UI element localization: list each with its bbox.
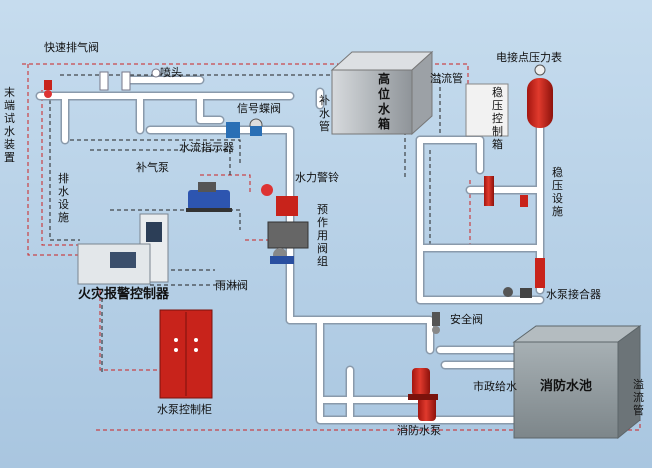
label-drain-facility: 排水设施 bbox=[58, 172, 69, 224]
label-high-water-tank: 高位水箱 bbox=[377, 72, 390, 131]
label-water-flow-indicator: 水流指示器 bbox=[179, 141, 234, 154]
label-pump-adapter: 水泵接合器 bbox=[546, 288, 601, 301]
label-preaction-valve-group: 预作用阀组 bbox=[317, 203, 328, 268]
fire-alarm-controller-icon bbox=[77, 213, 169, 285]
sprinkler-head-icon bbox=[99, 68, 161, 91]
label-municipal-water: 市政给水 bbox=[473, 380, 517, 393]
label-deluge-valve: 雨淋阀 bbox=[215, 279, 248, 292]
pump-adapter-icon bbox=[503, 258, 545, 298]
stabilizer-pump-icon bbox=[484, 176, 528, 207]
stabilizer-control-box-icon bbox=[465, 83, 509, 137]
label-fire-pump: 消防水泵 bbox=[397, 424, 441, 437]
label-fire-pool: 消防水池 bbox=[540, 379, 593, 394]
air-pump-icon bbox=[186, 182, 232, 212]
label-overflow-pipe-right: 溢流管 bbox=[633, 378, 644, 417]
signal-butterfly-valve-icon bbox=[226, 118, 263, 138]
label-pressure-gauge: 电接点压力表 bbox=[496, 51, 562, 64]
label-signal-butterfly-valve: 信号蝶阀 bbox=[237, 102, 281, 115]
label-pump-control-cabinet: 水泵控制柜 bbox=[157, 403, 212, 416]
label-makeup-water-pipe: 补水管 bbox=[319, 94, 330, 133]
label-quick-vent-valve: 快速排气阀 bbox=[44, 41, 99, 54]
fire-pump-icon bbox=[408, 368, 438, 421]
label-stabilizer-facility: 稳压设施 bbox=[552, 166, 563, 218]
label-overflow-pipe-top: 溢流管 bbox=[430, 72, 463, 85]
pipe-network bbox=[35, 75, 545, 425]
quick-vent-valve-icon bbox=[44, 80, 52, 98]
label-water-alarm-bell: 水力警铃 bbox=[295, 171, 339, 184]
pump-control-cabinet-icon bbox=[159, 309, 213, 399]
label-stabilizer-tank: 稳压控制箱 bbox=[492, 86, 503, 151]
label-sprinkler-head: 喷头 bbox=[160, 66, 182, 79]
label-air-pump: 补气泵 bbox=[136, 161, 169, 174]
fire-pool-icon bbox=[512, 325, 642, 440]
label-safety-valve: 安全阀 bbox=[450, 313, 483, 326]
label-fire-alarm-controller: 火灾报警控制器 bbox=[78, 287, 170, 302]
safety-valve-icon bbox=[432, 312, 440, 334]
high-water-tank-icon bbox=[330, 50, 434, 136]
label-end-test-device: 末端试水装置 bbox=[4, 86, 15, 164]
pressure-tank-icon bbox=[527, 64, 553, 128]
preaction-valve-group-icon bbox=[261, 184, 309, 264]
